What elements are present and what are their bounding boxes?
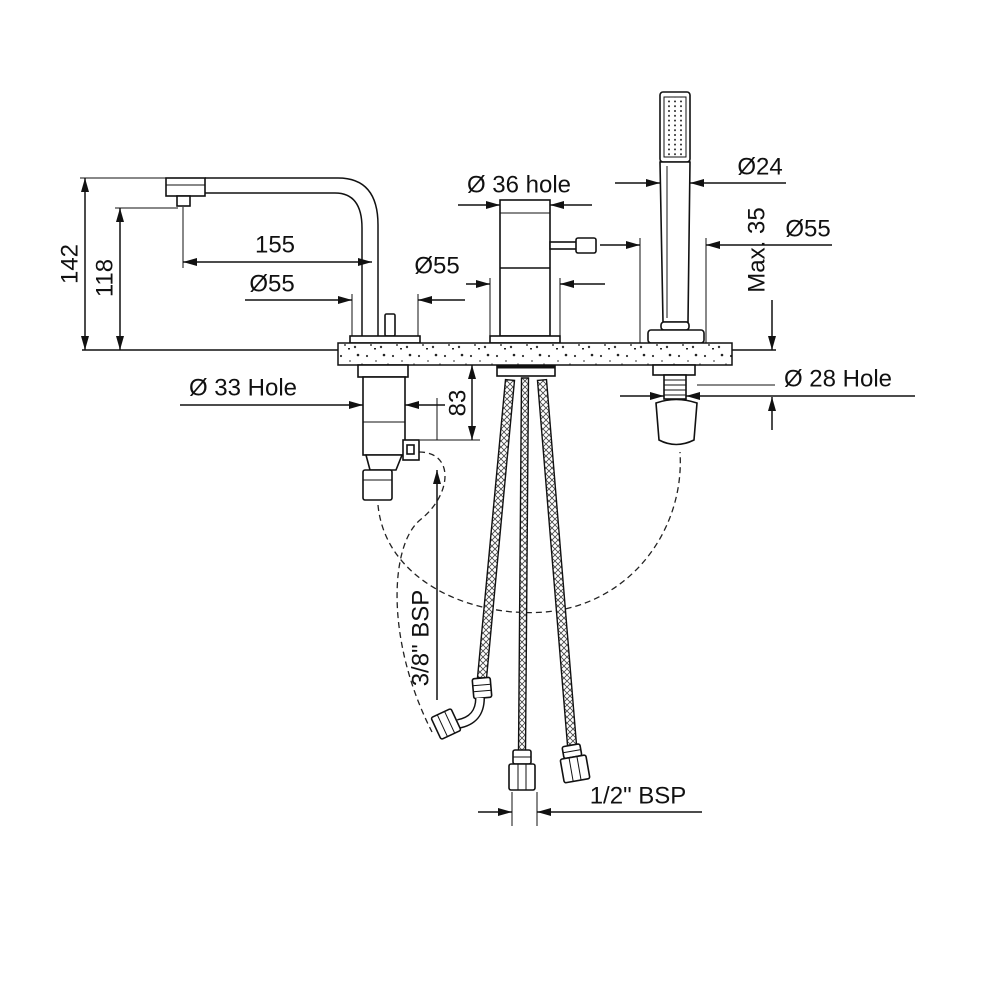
spout-pipe-outer: [205, 177, 379, 336]
hand-shower-diameter-label: Ø24: [737, 154, 782, 181]
mixer-base-diameter-label: Ø55: [414, 253, 459, 280]
left-hose-nut: [430, 708, 462, 740]
spout-pipe-inner: [205, 192, 363, 336]
countertop-slab: [337, 342, 733, 366]
left-flexible-hose: [476, 378, 516, 680]
dimension-mixer-hole: Ø 36 hole: [458, 172, 592, 209]
dimension-155-label: 155: [255, 232, 295, 259]
dimension-max-35: Max. 35: [744, 207, 776, 350]
dimension-118: 118: [92, 207, 178, 350]
mixer: [489, 199, 597, 344]
dimension-hand-shower: Ø24: [615, 154, 786, 187]
mixer-base: [489, 335, 561, 344]
center-hose-nut-body: [508, 763, 536, 791]
mixer-lever-knob: [575, 237, 597, 254]
spout-aerator: [165, 177, 206, 197]
left-hose-ferrule-rib: [472, 683, 491, 687]
dimension-1-2-bsp: 1/2" BSP: [478, 783, 702, 826]
left-hose-nut-flat-2: [444, 711, 456, 734]
dimension-83-label: 83: [445, 390, 472, 417]
hand-shower: [647, 91, 705, 344]
dimension-mixer-base: Ø55: [414, 253, 605, 336]
spout-base-diameter-label: Ø55: [249, 271, 294, 298]
hand-shower-hose-connector: [655, 398, 698, 446]
spout-shank-fitting: [362, 469, 393, 501]
hand-shower-hole-label: Ø 28 Hole: [784, 366, 892, 393]
right-flexible-hose: [536, 378, 578, 747]
dimension-83: 83: [420, 365, 480, 441]
bsp-1-2-label: 1/2" BSP: [590, 783, 687, 810]
spout-hole-label: Ø 33 Hole: [189, 375, 297, 402]
spout-side-outlet-port: [406, 444, 415, 455]
bsp-3-8-label: 3/8" BSP: [408, 590, 435, 687]
dimension-142-label: 142: [57, 244, 84, 284]
hand-shower-shank-nut: [652, 364, 696, 376]
right-hose-nut-body: [559, 754, 591, 784]
left-hose-nut-flat: [436, 714, 448, 737]
right-hose-nut-flat-2: [576, 756, 582, 781]
hand-shower-collar: [660, 321, 690, 331]
dimension-3-8-bsp: 3/8" BSP: [408, 470, 441, 700]
dimension-spout-base: Ø55: [245, 271, 465, 336]
dimension-155: 155: [182, 207, 372, 268]
outlet-hose-route: [396, 451, 446, 733]
mixer-supply-assembly: [430, 365, 591, 791]
left-hose-fitting: [471, 676, 493, 700]
left-hose-ferrule: [471, 676, 493, 700]
hand-shower-handle: [659, 161, 691, 323]
spout-lever: [384, 313, 396, 337]
spout-shank-nut: [357, 364, 409, 378]
spout-shank-body: [362, 376, 406, 456]
hand-shower-shank-assembly: [652, 364, 698, 446]
mixer-hole-label: Ø 36 hole: [467, 172, 571, 199]
left-hose-elbow: [457, 697, 484, 728]
center-hose-nut: [508, 749, 536, 791]
left-hose-nut-body: [430, 708, 462, 740]
dimension-hand-shower-hole: Ø 28 Hole: [620, 366, 915, 430]
shower-hose-route: [377, 451, 681, 614]
hand-shower-base-diameter-label: Ø55: [785, 216, 830, 243]
spout-base: [349, 335, 421, 344]
dimension-118-label: 118: [92, 259, 119, 297]
max-35-label: Max. 35: [744, 207, 771, 292]
dimension-142: 142: [57, 177, 168, 350]
spout-shank-assembly: [357, 364, 420, 501]
right-hose-ferrule-rib: [562, 749, 581, 754]
center-flexible-hose: [517, 377, 530, 753]
spout-shank-taper: [364, 454, 404, 471]
dimension-hand-shower-base: Ø55: [600, 216, 832, 343]
spout-outlet-nozzle: [176, 195, 191, 207]
right-hose-nut-flat: [568, 757, 574, 782]
right-hose-nut: [559, 743, 591, 784]
mixer-lever-arm: [549, 241, 578, 250]
hand-shower-base: [647, 329, 705, 344]
hand-shower-spray-nozzles: [663, 96, 687, 158]
dimension-spout-hole: Ø 33 Hole: [180, 375, 445, 440]
spout: [165, 177, 421, 344]
left-hose-ferrule-rib-2: [473, 689, 492, 693]
